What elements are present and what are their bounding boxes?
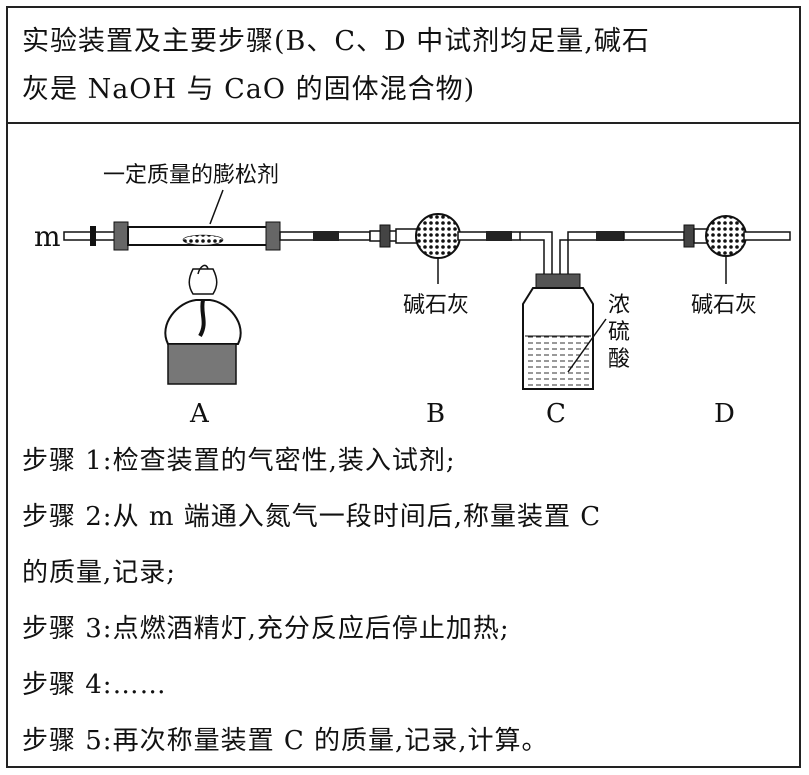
label-C: C — [546, 399, 566, 429]
step-1: 步骤 1:检查装置的气密性,装入试剂; — [22, 446, 456, 476]
reagent-B-label: 碱石灰 — [403, 293, 469, 318]
experiment-frame: 实验装置及主要步骤(B、C、D 中试剂均足量,碱石 灰是 NaOH 与 CaO … — [6, 6, 801, 768]
alcohol-lamp — [164, 264, 242, 385]
step-4: 步骤 4:…… — [22, 670, 167, 700]
tube-A — [63, 221, 371, 251]
reagent-D-label: 碱石灰 — [691, 293, 757, 318]
sample-pointer — [209, 189, 224, 225]
label-D: D — [714, 399, 735, 429]
inlet-label: m — [34, 220, 61, 253]
drying-tube-D — [683, 215, 791, 284]
wash-bottle-C — [520, 231, 685, 390]
step-2: 步骤 2:从 m 端通入氮气一段时间后,称量装置 C — [22, 502, 602, 532]
header-line-2: 灰是 NaOH 与 CaO 的固体混合物) — [22, 74, 476, 105]
label-A: A — [189, 399, 210, 429]
sample-label: 一定质量的膨松剂 — [103, 163, 279, 188]
sample-pile — [182, 234, 224, 246]
experiment-header: 实验装置及主要步骤(B、C、D 中试剂均足量,碱石 灰是 NaOH 与 CaO … — [8, 8, 799, 124]
steps-list: 步骤 1:检查装置的气密性,装入试剂; 步骤 2:从 m 端通入氮气一段时间后,… — [22, 433, 601, 769]
reagent-C-label: 浓 硫 酸 — [608, 293, 637, 372]
apparatus-diagram: 一定质量的膨松剂 m — [34, 163, 791, 429]
label-B: B — [426, 399, 445, 429]
step-3: 步骤 3:点燃酒精灯,充分反应后停止加热; — [22, 614, 510, 644]
step-5: 步骤 5:再次称量装置 C 的质量,记录,计算。 — [22, 726, 549, 756]
header-line-1: 实验装置及主要步骤(B、C、D 中试剂均足量,碱石 — [22, 26, 650, 57]
drying-tube-B — [369, 213, 521, 284]
step-2-continued: 的质量,记录; — [22, 558, 177, 588]
